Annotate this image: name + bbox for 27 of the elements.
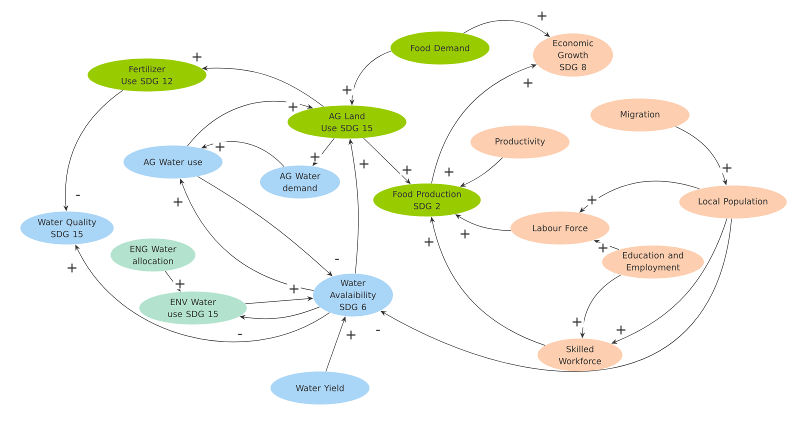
polarity-sign: + xyxy=(535,10,549,22)
polarity-sign: + xyxy=(442,166,456,178)
polarity-sign: + xyxy=(213,142,227,152)
polarity-sign: + xyxy=(287,284,301,294)
polarity-sign: + xyxy=(400,164,414,176)
polarity-sign: + xyxy=(585,194,599,206)
polarity-sign: + xyxy=(422,236,436,248)
polarity-sign: + xyxy=(308,152,322,162)
arrow xyxy=(455,214,512,231)
polarity-sign: + xyxy=(521,78,535,88)
arrow xyxy=(180,178,314,291)
polarity-sign: + xyxy=(458,228,472,240)
polarity-sign: + xyxy=(357,158,371,170)
polarity-sign: - xyxy=(374,328,382,336)
polarity-sign: - xyxy=(333,258,341,264)
polarity-sign: + xyxy=(344,330,358,340)
polarity-sign: + xyxy=(570,316,584,328)
polarity-sign: + xyxy=(596,242,610,254)
polarity-sign: - xyxy=(236,332,244,340)
polarity-sign: + xyxy=(340,84,354,96)
polarity-sign: + xyxy=(286,102,300,112)
polarity-sign: + xyxy=(171,196,185,208)
polarity-sign: + xyxy=(720,162,734,174)
polarity-sign: + xyxy=(65,262,79,274)
polarity-sign: + xyxy=(614,324,628,336)
polarity-sign: - xyxy=(74,194,82,200)
polarity-sign: + xyxy=(173,278,187,290)
